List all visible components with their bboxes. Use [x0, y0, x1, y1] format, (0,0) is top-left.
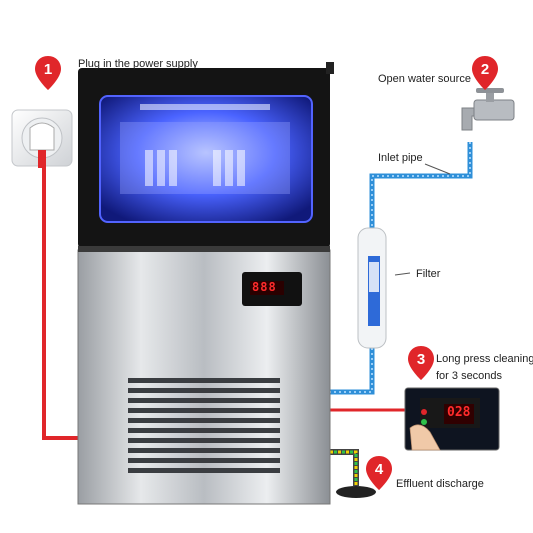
step-4-label: Effluent discharge: [396, 478, 484, 490]
control-panel-display: 028: [447, 405, 471, 420]
filter-label: Filter: [416, 268, 441, 280]
machine-display: 888: [252, 280, 277, 294]
step-3-label-line1: Long press cleaning: [436, 353, 533, 365]
inlet-pipe-label: Inlet pipe: [378, 152, 423, 164]
ice-window: [99, 95, 313, 223]
filter-cartridge-icon: [357, 227, 387, 349]
power-cable: [42, 168, 80, 440]
map-pin-icon: [366, 456, 392, 490]
step-1-label: Plug in the power supply: [78, 58, 198, 70]
step-4-pin: 4: [366, 456, 392, 490]
water-pipe: [330, 142, 473, 395]
drain-pipe: [330, 449, 376, 498]
vent-grille: [128, 378, 280, 473]
water-faucet-icon: [461, 88, 515, 131]
map-pin-icon: [472, 56, 498, 90]
step-1-pin: 1: [35, 56, 61, 90]
step-3-pin: 3: [408, 346, 434, 380]
step-2-label: Open water source: [378, 73, 471, 85]
map-pin-icon: [408, 346, 434, 380]
step-2-pin: 2: [472, 56, 498, 90]
control-panel-closeup: [404, 387, 500, 451]
power-socket-icon: [11, 109, 73, 168]
hand-press-icon: [409, 424, 441, 451]
map-pin-icon: [35, 56, 61, 90]
step-3-label-line2: for 3 seconds: [436, 370, 503, 382]
